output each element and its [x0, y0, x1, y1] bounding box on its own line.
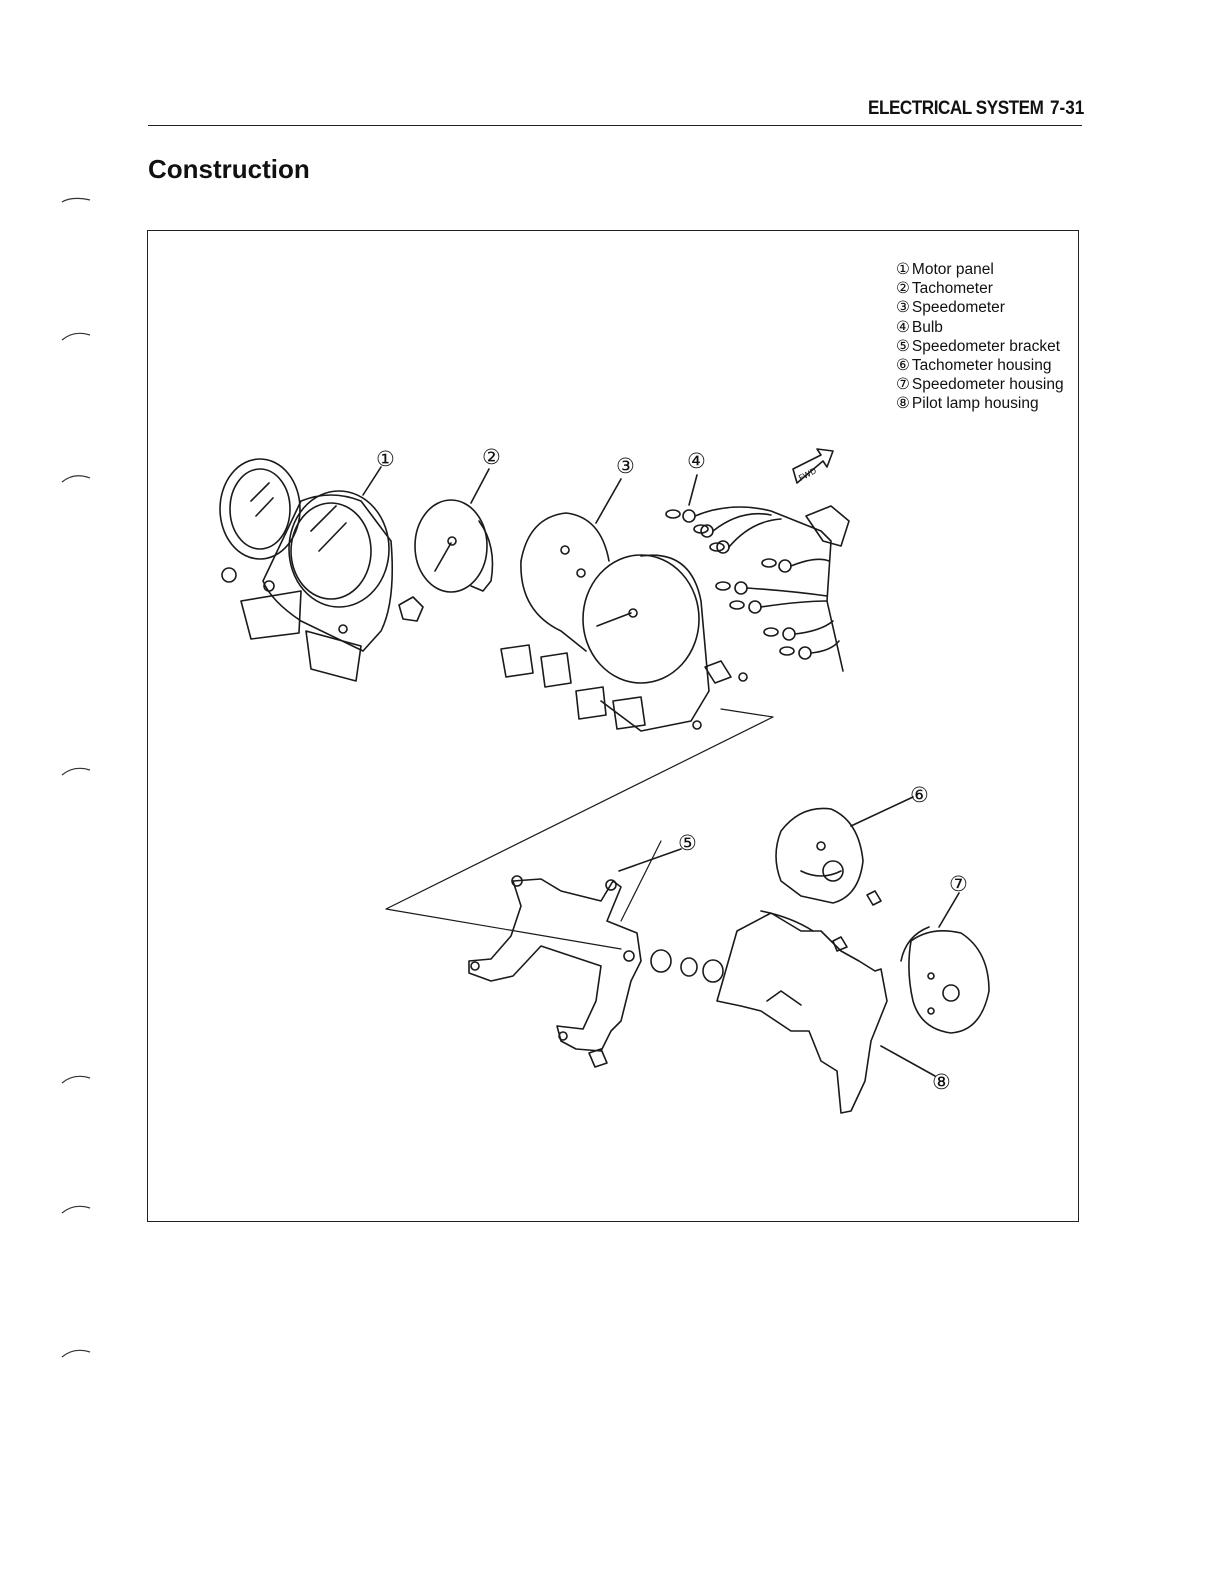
motor-panel-part — [220, 459, 423, 681]
legend-num: ② — [896, 279, 910, 298]
legend-label: Pilot lamp housing — [912, 394, 1039, 413]
callout-4: ④ — [687, 449, 706, 473]
legend-label: Bulb — [912, 318, 943, 337]
fwd-label: FWD — [797, 466, 818, 483]
callout-5: ⑤ — [678, 831, 697, 855]
legend-num: ① — [896, 260, 910, 279]
margin-marks — [60, 190, 100, 1590]
speedometer-bracket-part — [469, 849, 723, 1067]
header-rule — [148, 125, 1082, 126]
legend-label: Tachometer — [912, 279, 993, 298]
legend-num: ④ — [896, 318, 910, 337]
callout-6: ⑥ — [910, 783, 929, 807]
legend-num: ③ — [896, 298, 910, 317]
section-title: Construction — [148, 154, 310, 185]
pilot-lamp-housing-part — [717, 911, 935, 1113]
running-header-section: ELECTRICAL SYSTEM — [868, 98, 1043, 120]
tachometer-part — [415, 469, 493, 592]
legend-num: ⑥ — [896, 356, 910, 375]
page-number: 7-31 — [1050, 98, 1084, 120]
legend-label: Speedometer housing — [912, 375, 1064, 394]
callout-3: ③ — [616, 454, 635, 478]
speedometer-housing-part — [901, 893, 989, 1033]
legend-label: Speedometer — [912, 298, 1005, 317]
legend-label: Tachometer housing — [912, 356, 1052, 375]
legend-num: ⑦ — [896, 375, 910, 394]
callout-1: ① — [376, 447, 395, 471]
callout-7: ⑦ — [949, 872, 968, 896]
legend-num: ⑤ — [896, 337, 910, 356]
speedometer-part — [501, 479, 747, 731]
legend-label: Motor panel — [912, 260, 994, 279]
legend-label: Speedometer bracket — [912, 337, 1060, 356]
legend-num: ⑧ — [896, 394, 910, 413]
callout-2: ② — [482, 445, 501, 469]
callout-8: ⑧ — [932, 1070, 951, 1094]
bulb-harness-part — [666, 475, 849, 671]
tachometer-housing-part — [776, 797, 913, 905]
